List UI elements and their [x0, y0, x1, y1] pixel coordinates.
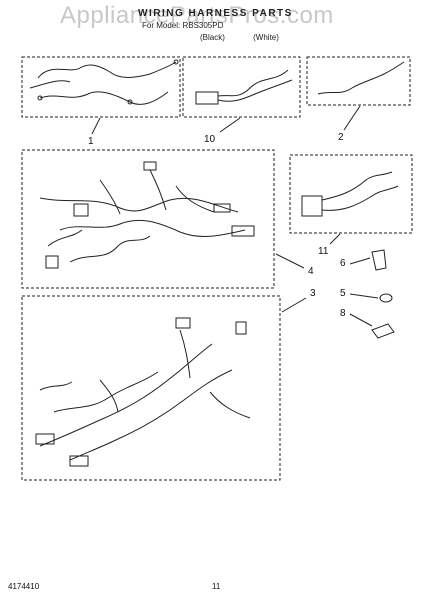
connector-3d	[69, 455, 89, 467]
box-part-1	[21, 56, 181, 118]
leader-5	[349, 293, 379, 299]
callout-2: 2	[338, 132, 344, 143]
callout-8: 8	[340, 308, 346, 319]
leader-6	[349, 257, 371, 265]
connector-3c	[35, 433, 55, 445]
connector-4d	[213, 203, 231, 213]
callout-3: 3	[310, 288, 316, 299]
callout-11: 11	[318, 246, 329, 257]
leader-1	[91, 117, 101, 135]
connector-3b	[235, 321, 247, 335]
box-part-3	[21, 295, 281, 481]
watermark: AppliancePartsPros.com	[60, 2, 334, 29]
color-labels: (Black) (White)	[200, 33, 305, 42]
connector-11	[301, 195, 323, 217]
callout-4: 4	[308, 266, 314, 277]
page-number: 11	[212, 582, 221, 591]
harness-10	[217, 69, 293, 102]
harness-3	[39, 329, 251, 461]
connector-10	[195, 91, 219, 105]
leader-10	[219, 117, 241, 133]
callout-6: 6	[340, 258, 346, 269]
part-5-grommet	[379, 293, 393, 303]
connector-3a	[175, 317, 191, 329]
box-part-2	[306, 56, 411, 106]
connector-4a	[143, 161, 157, 171]
harness-4	[39, 169, 246, 263]
part-8-bracket	[371, 323, 395, 339]
model-subtitle: For Model: RBS305PD	[142, 21, 224, 30]
callout-5: 5	[340, 288, 346, 299]
label-white: (White)	[253, 33, 279, 42]
harness-11	[321, 171, 399, 211]
part-6-clip	[371, 249, 387, 271]
leader-8	[349, 313, 373, 327]
callout-1: 1	[88, 136, 94, 147]
leader-2	[343, 105, 361, 131]
leader-4	[275, 253, 305, 269]
connector-4b	[73, 203, 89, 217]
box-part-10	[182, 56, 301, 118]
connector-4c	[231, 225, 255, 237]
leader-11	[329, 233, 341, 245]
harness-2	[317, 61, 405, 95]
diagram-title: WIRING HARNESS PARTS	[138, 8, 293, 19]
connector-4e	[45, 255, 59, 269]
callout-10: 10	[204, 134, 216, 145]
doc-number: 4174410	[8, 582, 40, 591]
harness-1	[29, 61, 177, 105]
box-part-4	[21, 149, 275, 289]
leader-3	[281, 297, 307, 313]
label-black: (Black)	[200, 33, 225, 42]
box-part-11	[289, 154, 413, 234]
